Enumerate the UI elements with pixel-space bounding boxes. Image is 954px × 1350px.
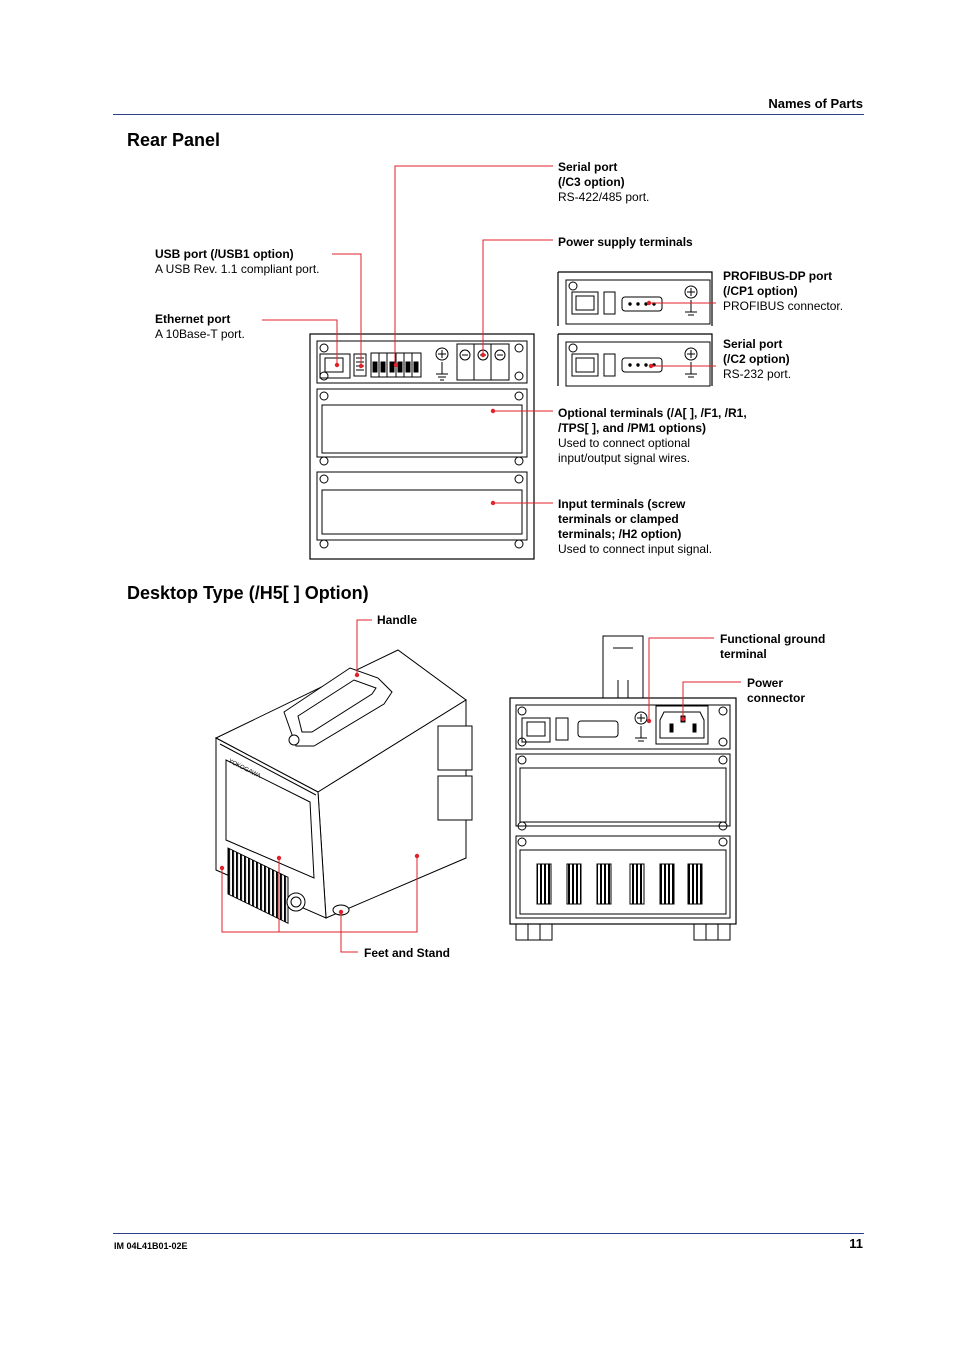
label-handle: Handle — [377, 613, 418, 627]
header-rule — [113, 114, 864, 115]
rear-panel-heading: Rear Panel — [127, 130, 221, 150]
doc-id: IM 04L41B01-02E — [114, 1241, 188, 1251]
label-power-connector: Power connector — [747, 676, 806, 705]
label-profibus: PROFIBUS-DP port (/CP1 option) PROFIBUS … — [723, 269, 844, 313]
rear-panel-drawing — [309, 333, 535, 560]
rear-panel-leaders — [262, 165, 716, 504]
profibus-inset — [557, 271, 713, 326]
footer-rule — [113, 1233, 864, 1234]
label-ethernet: Ethernet port A 10Base-T port. — [155, 312, 245, 341]
label-usb-port: USB port (/USB1 option) A USB Rev. 1.1 c… — [155, 247, 320, 276]
desktop-leaders — [221, 619, 741, 953]
desktop-isometric-drawing — [214, 649, 473, 925]
label-optional-terminals: Optional terminals (/A[ ], /F1, /R1, /TP… — [558, 406, 747, 465]
section-title: Names of Parts — [768, 96, 863, 111]
page-number: 11 — [849, 1236, 863, 1251]
label-serial-c3: Serial port (/C3 option) RS-422/485 port… — [558, 160, 650, 204]
desktop-type-heading: Desktop Type (/H5[ ] Option) — [127, 583, 369, 603]
label-functional-ground: Functional ground terminal — [720, 632, 826, 661]
label-power-terminals: Power supply terminals — [558, 235, 693, 249]
label-input-terminals: Input terminals (screw terminals or clam… — [558, 497, 713, 556]
label-feet-stand: Feet and Stand — [364, 946, 451, 960]
label-serial-c2: Serial port (/C2 option) RS-232 port. — [723, 337, 792, 381]
serial-c2-inset — [557, 333, 713, 387]
desktop-rear-drawing — [509, 635, 737, 941]
